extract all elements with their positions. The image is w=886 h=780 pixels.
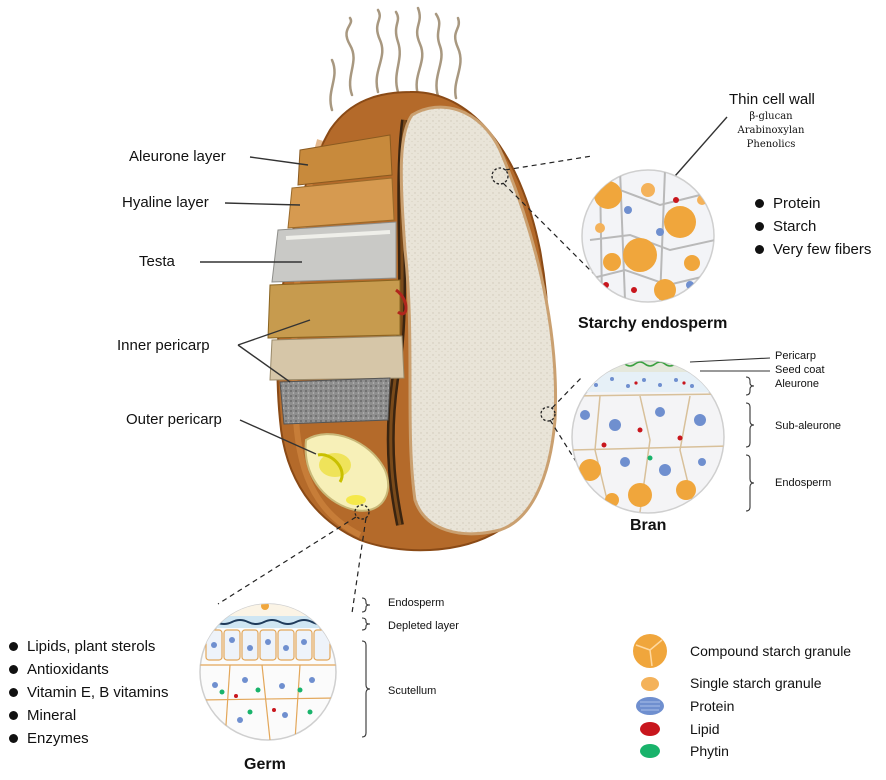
list-item: Lipids, plant sterols [5, 635, 168, 658]
grain-hairs [329, 6, 462, 112]
label-scutellum: Scutellum [388, 685, 437, 697]
germ-bullet-list: Lipids, plant sterols Antioxidants Vitam… [5, 635, 168, 750]
legend-phytin-label: Phytin [690, 743, 729, 759]
list-item: Starch [751, 215, 871, 238]
bran-layer-brackets [689, 357, 771, 512]
legend-icons [633, 634, 667, 758]
label-leaders [200, 116, 728, 455]
germ-zoom [199, 603, 337, 741]
list-item: Vitamin E, B vitamins [5, 681, 168, 704]
component-phenolics: Phenolics [746, 139, 796, 150]
legend-protein-label: Protein [690, 698, 735, 714]
label-aleurone: Aleurone layer [129, 148, 226, 165]
component-arabinoxylan: Arabinoxylan [737, 125, 805, 136]
label-inner-pericarp: Inner pericarp [117, 337, 210, 354]
list-item: Antioxidants [5, 658, 168, 681]
legend-single-starch-label: Single starch granule [690, 675, 822, 691]
list-item: Enzymes [5, 727, 168, 750]
bran-layer-slices [267, 134, 408, 425]
component-beta-glucan: β-glucan [749, 111, 793, 122]
label-aleurone-bran: Aleurone [775, 378, 820, 390]
title-starchy-endosperm: Starchy endosperm [578, 315, 728, 332]
single-starch-icon [641, 677, 659, 691]
compound-starch-icon [633, 634, 667, 668]
label-testa: Testa [139, 253, 175, 270]
lipid-icon [640, 722, 660, 736]
bran-zoom [571, 360, 725, 514]
label-seed-coat: Seed coat [775, 364, 825, 376]
label-endosperm-bran: Endosperm [775, 477, 832, 489]
list-item: Very few fibers [751, 238, 871, 261]
endosperm-zoom [581, 169, 715, 303]
germ-region [304, 433, 390, 512]
label-hyaline: Hyaline layer [122, 194, 209, 211]
legend-compound-starch-label: Compound starch granule [690, 643, 852, 659]
list-item: Protein [751, 192, 871, 215]
endosperm-cut-face [399, 105, 558, 536]
title-germ: Germ [244, 756, 286, 773]
label-sub-aleurone: Sub-aleurone [775, 420, 842, 432]
label-germ-endosperm: Endosperm [388, 597, 445, 609]
phytin-icon [640, 744, 660, 758]
list-item: Mineral [5, 704, 168, 727]
label-depleted-layer: Depleted layer [388, 620, 459, 632]
title-bran: Bran [630, 517, 667, 534]
protein-icon [636, 697, 664, 715]
label-outer-pericarp: Outer pericarp [126, 411, 222, 428]
germ-layer-brackets [361, 597, 371, 738]
endosperm-bullet-list: Protein Starch Very few fibers [751, 192, 871, 261]
legend-lipid-label: Lipid [690, 721, 720, 737]
label-pericarp: Pericarp [775, 350, 816, 362]
label-thin-cell-wall: Thin cell wall [729, 91, 815, 108]
